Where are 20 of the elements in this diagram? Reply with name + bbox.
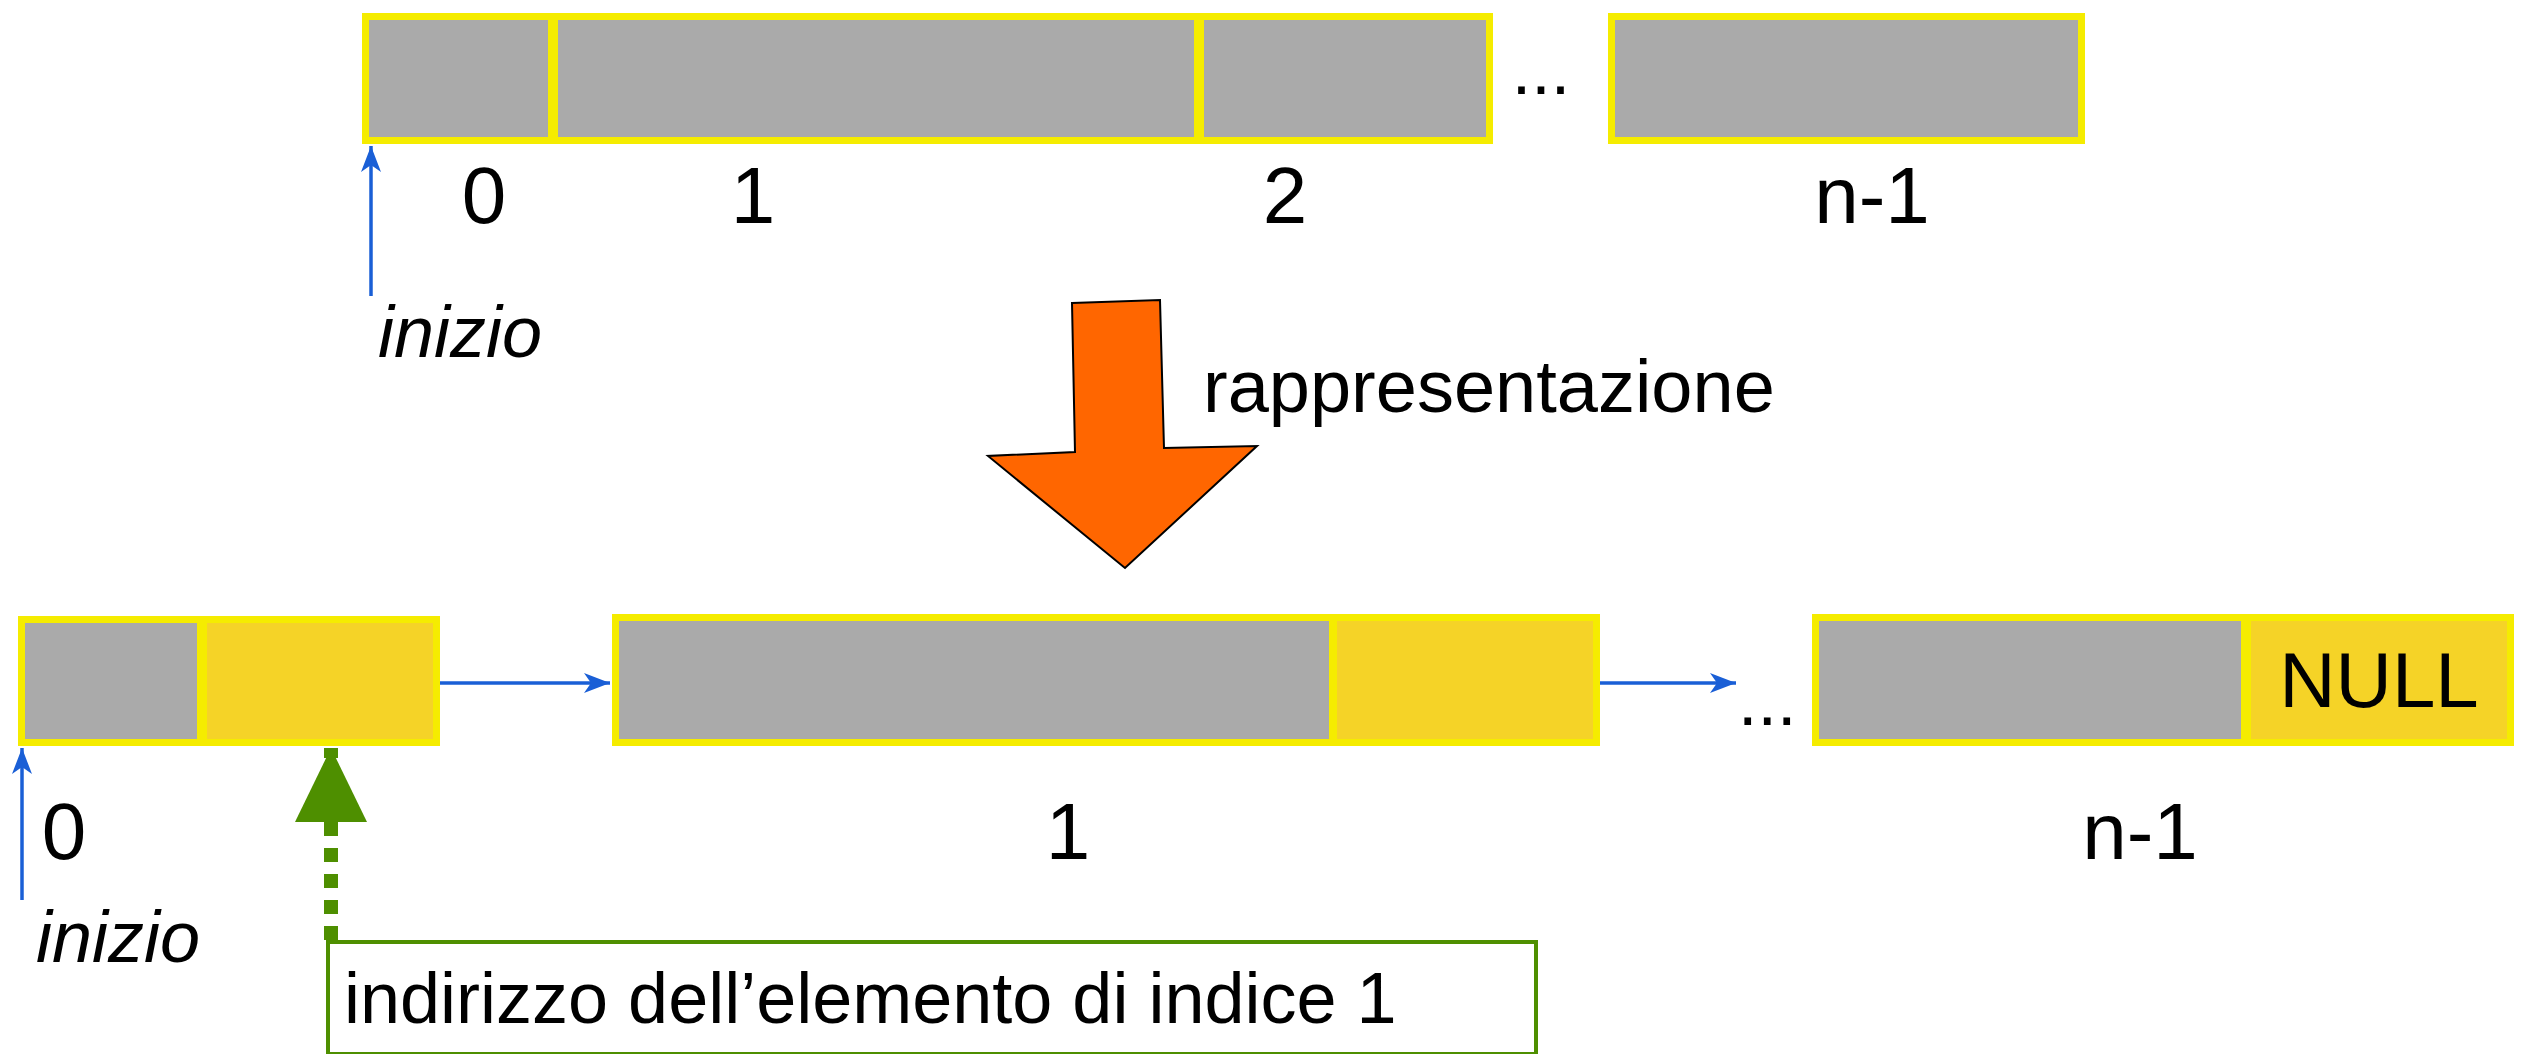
index-number: n-1 (1814, 156, 1930, 236)
node-text: NULL (2279, 641, 2479, 719)
pointer-arrow (295, 748, 367, 940)
node-text: inizio (36, 901, 201, 973)
index-number: 1 (730, 156, 776, 236)
callout-box (326, 940, 1538, 1054)
ellipsis: ... (1511, 35, 1571, 105)
arrow (1600, 673, 1736, 693)
node-text: ... (1738, 666, 1797, 736)
index-number: 0 (41, 792, 87, 872)
data-cell (1608, 13, 2085, 144)
index-number: 0 (461, 156, 507, 236)
node-text: inizio (378, 296, 543, 368)
index-number: n-1 (2082, 792, 2198, 872)
arrow (12, 748, 32, 900)
arrow (440, 673, 610, 693)
arrow (361, 146, 381, 296)
callout-text: indirizzo dell’elemento di indice 1 (344, 962, 1397, 1034)
index-number: 2 (1262, 156, 1308, 236)
index-number: 1 (1045, 792, 1091, 872)
